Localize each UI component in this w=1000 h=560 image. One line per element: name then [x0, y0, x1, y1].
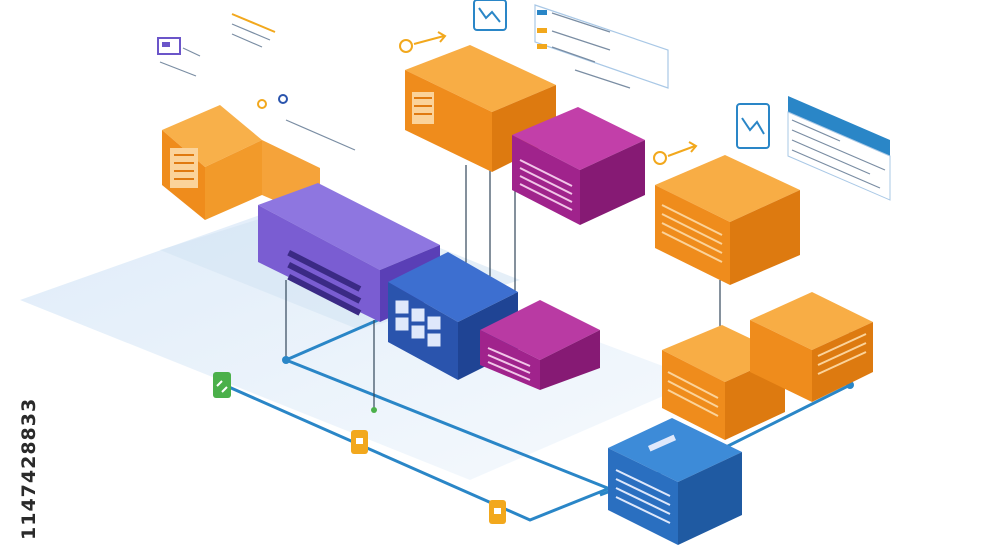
orange-crate-top	[405, 45, 556, 172]
chart-card-right	[736, 103, 770, 149]
arrow-right-icon	[399, 31, 447, 53]
arrow-right-icon	[653, 141, 698, 165]
chart-card-top	[473, 0, 507, 31]
info-panel-top	[534, 4, 669, 89]
orange-crate-right-upper	[655, 155, 800, 285]
magenta-crate-lower	[480, 300, 600, 390]
stock-id-watermark: 1147428833	[4, 300, 40, 540]
link-node-icon	[213, 372, 231, 398]
small-dots	[257, 94, 356, 151]
link-node-icon	[489, 500, 506, 524]
info-panel-right	[787, 96, 891, 201]
image-card-icon	[157, 37, 201, 77]
chart-line-icon	[478, 7, 501, 23]
chart-line-icon	[741, 117, 765, 135]
stock-id-text: 1147428833	[18, 397, 40, 540]
magenta-crate-top	[512, 107, 645, 225]
floor-plane	[20, 215, 700, 480]
text-block-top-left	[231, 13, 276, 48]
orange-crate-right-lower-b	[750, 292, 873, 402]
blue-server-bottom	[608, 418, 742, 545]
link-node-icon	[351, 430, 368, 454]
